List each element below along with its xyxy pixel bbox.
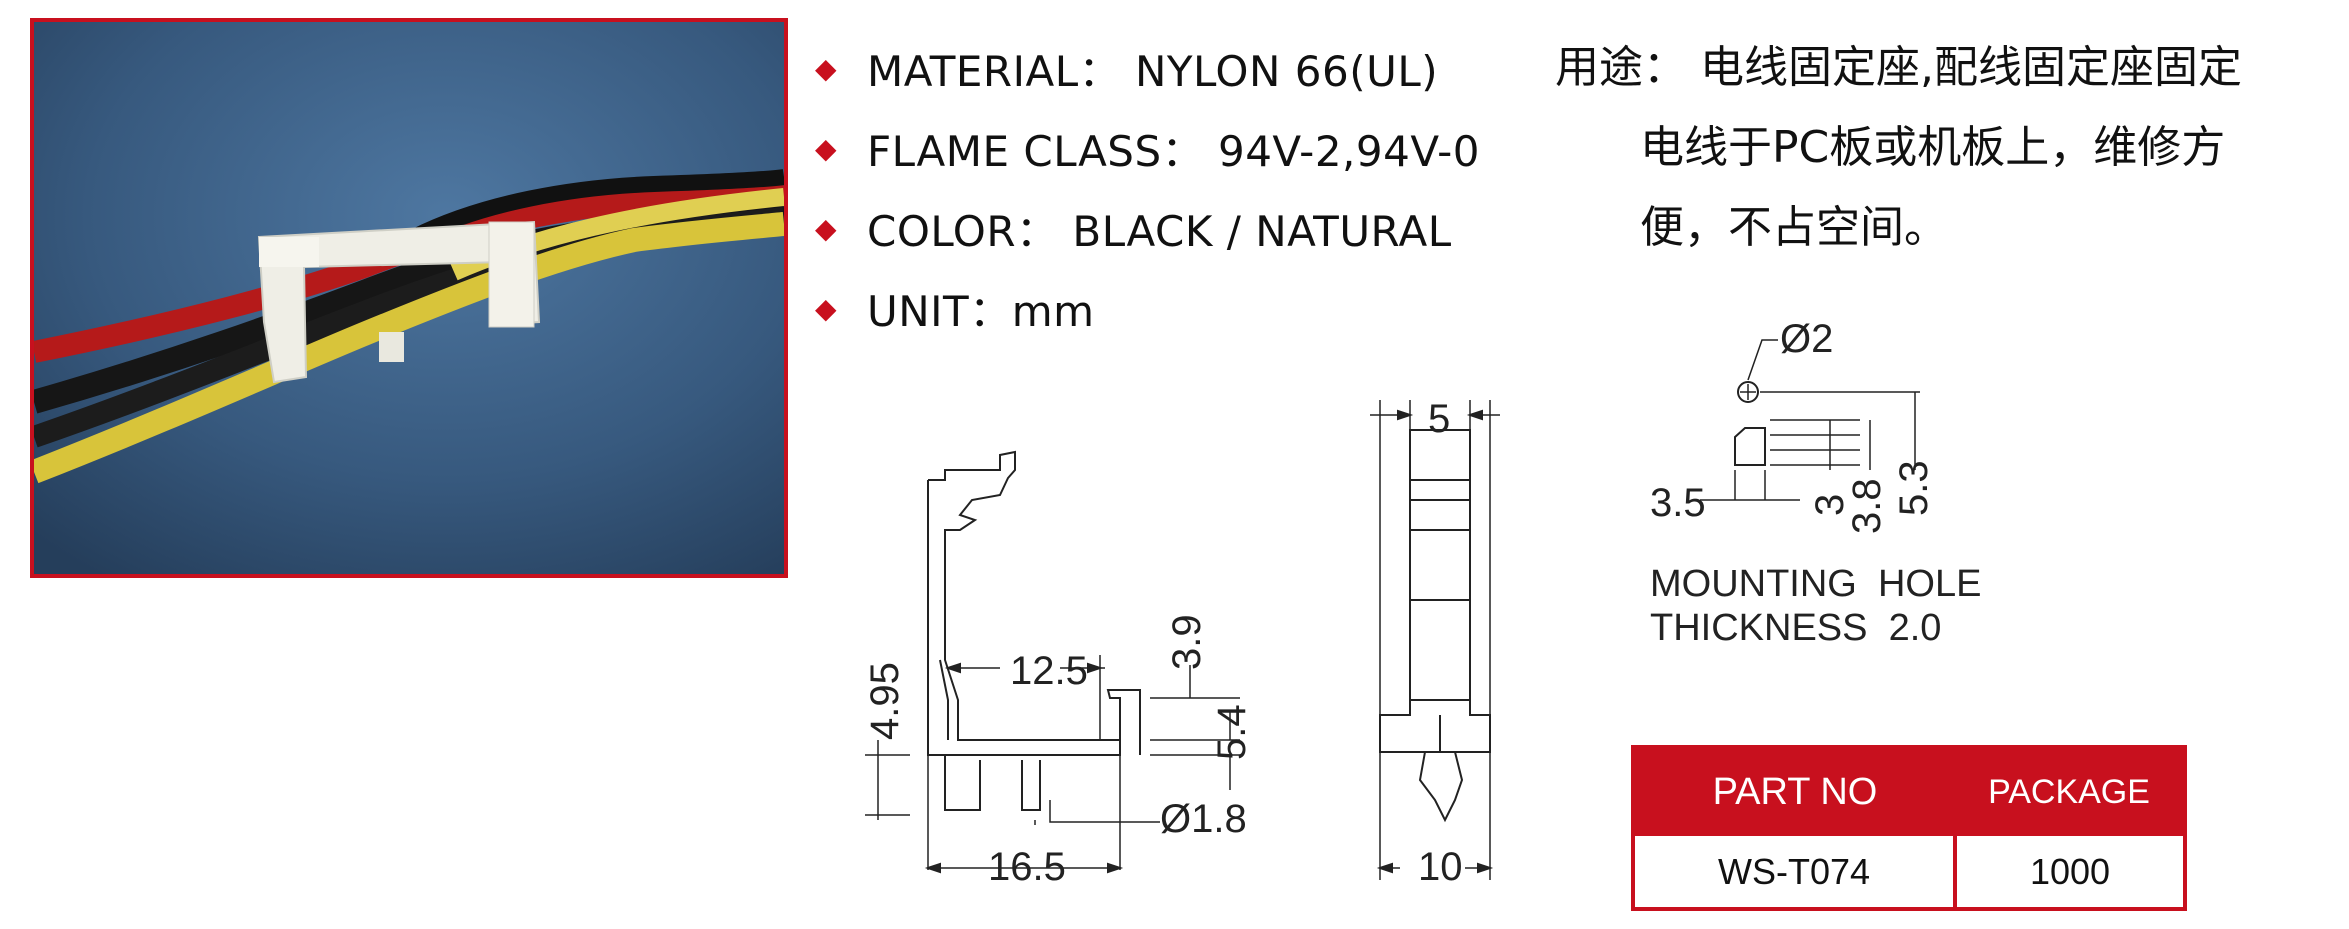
dim-front-12-5: 12.5	[1010, 649, 1088, 693]
dim-hole-5-3: 5.3	[1892, 460, 1936, 516]
cell-package: 1000	[1957, 836, 2183, 907]
spec-text: UNIT：mm	[867, 286, 1095, 336]
table-row: WS-T074 1000	[1635, 836, 2183, 907]
table-header-row: PART NO PACKAGE	[1635, 749, 2183, 836]
header-package: PACKAGE	[1988, 773, 2150, 811]
mounting-hole-drawing	[1700, 339, 1920, 501]
dim-hole-3-8: 3.8	[1845, 478, 1889, 534]
header-part-no: PART NO	[1712, 771, 1878, 813]
product-photo	[30, 18, 788, 578]
usage-text: 电线固定座,配线固定座固定电线于PC板或机板上，维修方便，不占空间。	[1640, 42, 2242, 253]
dim-hole-d2: Ø2	[1780, 317, 1833, 361]
diamond-bullet-icon: ◆	[815, 131, 838, 165]
spec-text: FLAME CLASS： 94V-2,94V-0	[867, 126, 1481, 176]
spec-text: COLOR： BLACK / NATURAL	[867, 206, 1452, 256]
cell-part-no: WS-T074	[1635, 836, 1953, 907]
dim-side-5: 5	[1428, 397, 1450, 441]
spec-item-color: ◆ COLOR： BLACK / NATURAL	[815, 188, 1480, 268]
dim-front-4-95: 4.95	[863, 662, 907, 740]
dim-front-16-5: 16.5	[988, 845, 1066, 889]
diamond-bullet-icon: ◆	[815, 211, 838, 245]
dim-front-3-9: 3.9	[1165, 614, 1209, 670]
mounting-note-line1: MOUNTING HOLE	[1650, 563, 1981, 605]
front-view-drawing	[865, 450, 1240, 874]
dim-front-5-4: 5.4	[1210, 704, 1254, 760]
dim-front-d1-8: Ø1.8	[1160, 797, 1247, 841]
dim-hole-3: 3	[1808, 494, 1852, 516]
spec-list: ◆ MATERIAL： NYLON 66(UL) ◆ FLAME CLASS： …	[815, 28, 1480, 348]
mounting-note-line2: THICKNESS 2.0	[1650, 607, 1941, 649]
diamond-bullet-icon: ◆	[815, 51, 838, 85]
part-table: PART NO PACKAGE WS-T074 1000	[1631, 745, 2187, 911]
spec-text: MATERIAL： NYLON 66(UL)	[867, 46, 1439, 96]
dim-hole-3-5: 3.5	[1650, 481, 1706, 525]
usage-label: 用途：	[1555, 42, 1687, 93]
spec-item-unit: ◆ UNIT：mm	[815, 268, 1480, 348]
dim-side-10: 10	[1418, 845, 1463, 889]
spec-item-material: ◆ MATERIAL： NYLON 66(UL)	[815, 28, 1480, 108]
diamond-bullet-icon: ◆	[815, 291, 838, 325]
spec-item-flame-class: ◆ FLAME CLASS： 94V-2,94V-0	[815, 108, 1480, 188]
side-view-drawing	[1370, 400, 1500, 880]
